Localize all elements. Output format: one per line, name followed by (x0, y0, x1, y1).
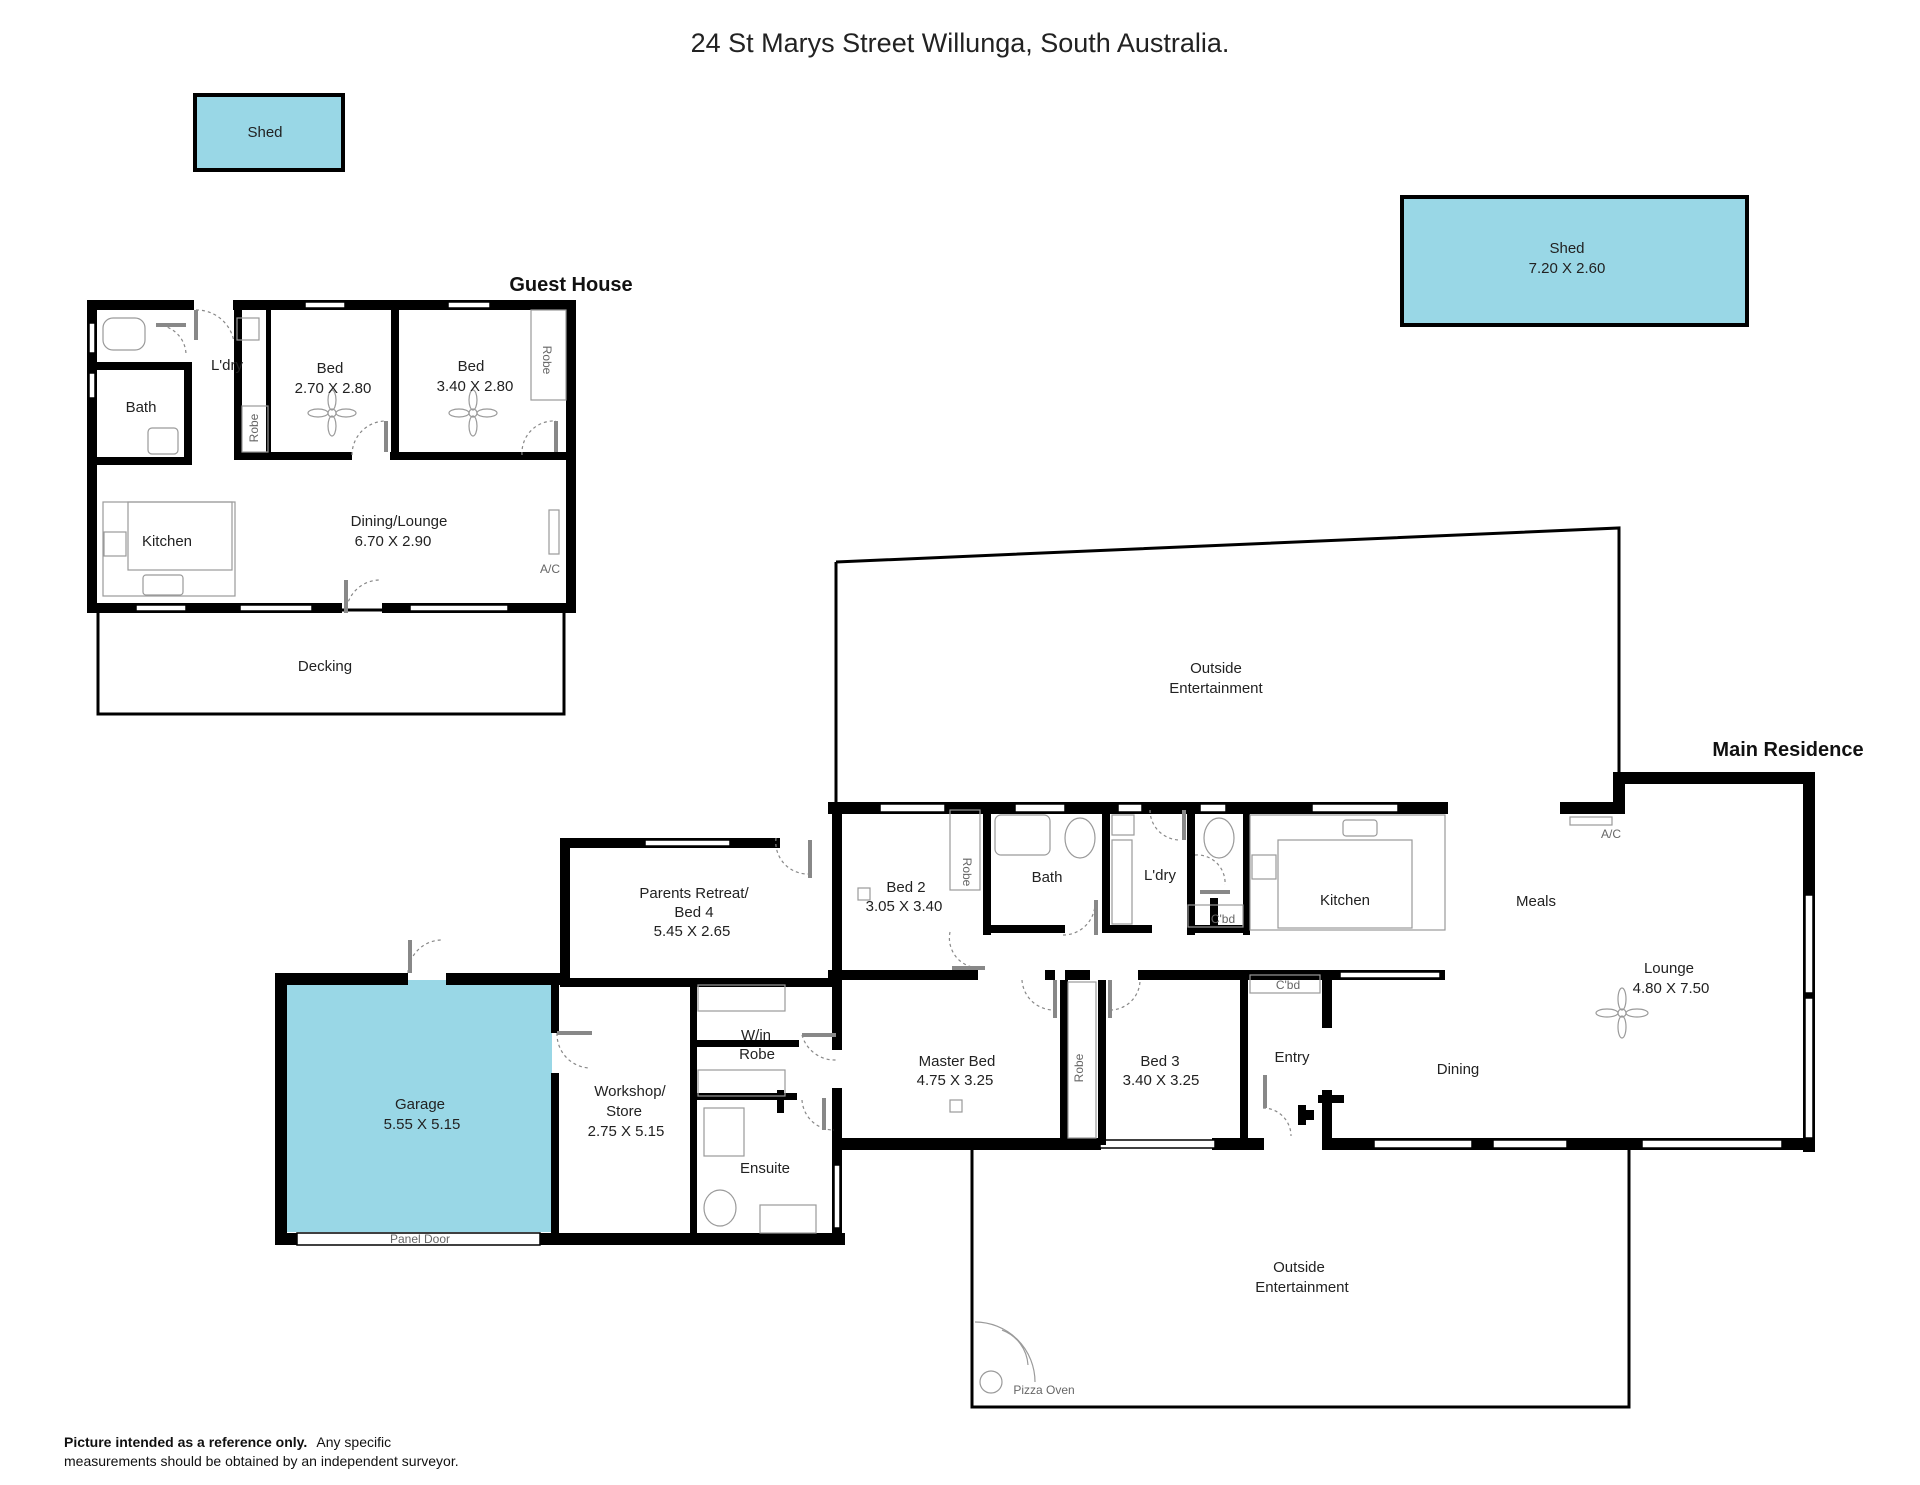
gh-bed2-dim: 3.40 X 2.80 (437, 378, 514, 395)
gh-decking-label: Decking (298, 658, 352, 675)
mr-bed2-name: Bed 2 (886, 879, 925, 896)
gh-robe-small-label: Robe (247, 413, 261, 442)
guest-house: Guest House (87, 274, 633, 716)
mr-ldry-label: L'dry (1144, 867, 1177, 884)
disclaimer-bold: Picture intended as a reference only. (64, 1434, 307, 1450)
mr-robe-bed2: Robe (960, 858, 974, 887)
gh-bed1-dim: 2.70 X 2.80 (295, 380, 372, 397)
guest-house-heading: Guest House (509, 274, 632, 296)
mr-outside-bottom-1: Outside (1273, 1259, 1325, 1276)
plan-title: 24 St Marys Street Willunga, South Austr… (691, 28, 1230, 58)
garage-fill (282, 980, 552, 1232)
mr-bed3-dim: 3.40 X 3.25 (1123, 1072, 1200, 1089)
mr-pizza-oven: Pizza Oven (1013, 1383, 1074, 1397)
mr-workshop-1: Workshop/ (594, 1083, 666, 1100)
mr-ensuite-label: Ensuite (740, 1160, 790, 1177)
mr-meals-label: Meals (1516, 893, 1556, 910)
mr-ac-label: A/C (1601, 827, 1621, 841)
mr-parents-1: Parents Retreat/ (639, 885, 749, 902)
mr-master-dim: 4.75 X 3.25 (917, 1072, 994, 1089)
mr-workshop-2: Store (606, 1103, 642, 1120)
mr-wir-1: W/in (741, 1027, 771, 1044)
large-shed (1400, 195, 1749, 327)
main-residence: Main Residence (275, 526, 1864, 1409)
mr-parents-dim: 5.45 X 2.65 (654, 923, 731, 940)
mr-cbd-hall: C'bd (1276, 978, 1300, 992)
mr-kitchen-label: Kitchen (1320, 892, 1370, 909)
mr-entry-label: Entry (1274, 1049, 1310, 1066)
mr-wir-2: Robe (739, 1046, 775, 1063)
gh-ldry-label: L'dry (211, 357, 244, 374)
gh-kitchen-label: Kitchen (142, 533, 192, 550)
gh-bath-label: Bath (126, 399, 157, 416)
mr-panel-door: Panel Door (390, 1232, 450, 1246)
mr-garage-name: Garage (395, 1096, 445, 1113)
mr-garage-dim: 5.55 X 5.15 (384, 1116, 461, 1133)
mr-lounge-name: Lounge (1644, 960, 1694, 977)
disclaimer-line1: Picture intended as a reference only. An… (64, 1434, 391, 1450)
mr-parents-2: Bed 4 (674, 904, 713, 921)
gh-robe-bed2-label: Robe (540, 346, 554, 375)
small-shed-label: Shed (247, 124, 282, 141)
mr-outside-top-2: Entertainment (1169, 680, 1263, 697)
mr-robe-bed3: Robe (1072, 1053, 1086, 1082)
gh-dining-dim: 6.70 X 2.90 (355, 533, 432, 550)
small-shed (193, 93, 345, 172)
gh-bed2-name: Bed (458, 358, 485, 375)
mr-dining-label: Dining (1437, 1061, 1480, 1078)
mr-bed3-name: Bed 3 (1140, 1053, 1179, 1070)
gh-ac-label: A/C (540, 562, 560, 576)
large-shed-dim: 7.20 X 2.60 (1529, 260, 1606, 277)
mr-bed2-dim: 3.05 X 3.40 (866, 898, 943, 915)
mr-workshop-dim: 2.75 X 5.15 (588, 1123, 665, 1140)
mr-outside-bottom-2: Entertainment (1255, 1279, 1349, 1296)
mr-master-name: Master Bed (919, 1053, 996, 1070)
disclaimer-rest: Any specific (316, 1434, 391, 1450)
disclaimer-line2: measurements should be obtained by an in… (64, 1453, 459, 1469)
gh-dining-name: Dining/Lounge (351, 513, 448, 530)
large-shed-label: Shed (1549, 240, 1584, 257)
mr-outside-top-1: Outside (1190, 660, 1242, 677)
main-residence-heading: Main Residence (1712, 739, 1863, 761)
mr-bath-label: Bath (1032, 869, 1063, 886)
gh-bed1-name: Bed (317, 360, 344, 377)
mr-lounge-dim: 4.80 X 7.50 (1633, 980, 1710, 997)
mr-cbd-ldry: C'bd (1211, 912, 1235, 926)
